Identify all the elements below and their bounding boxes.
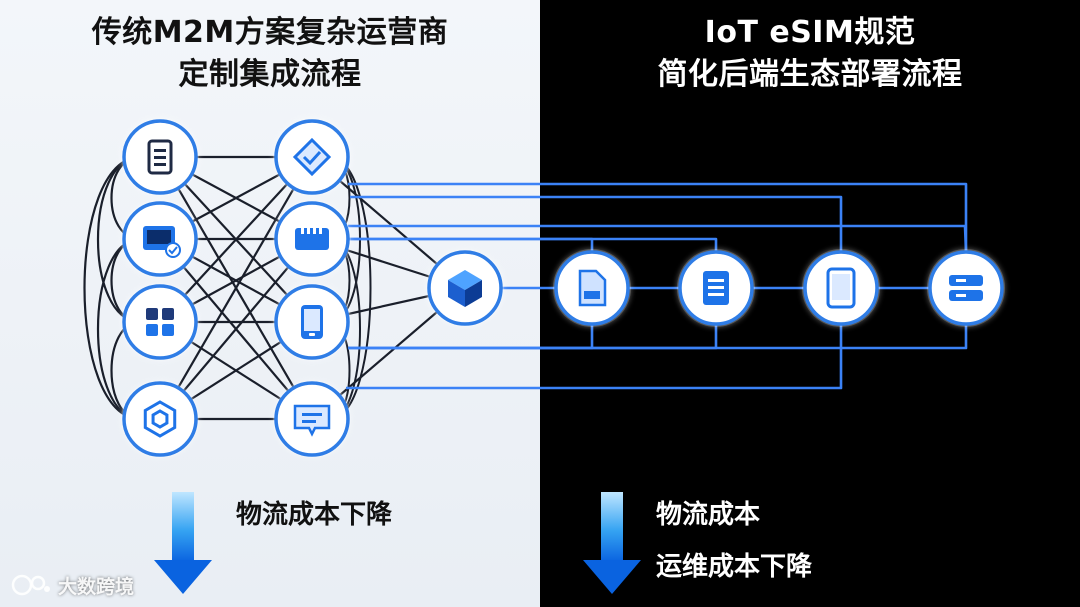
nodes: [121, 118, 1005, 458]
left-caption: 物流成本下降: [236, 500, 393, 530]
node-left-a-1: [121, 118, 199, 196]
node-left-a-3: [121, 283, 199, 361]
link-line: [348, 237, 718, 252]
node-left-a-2: [121, 200, 199, 278]
node-left-a-4: [121, 380, 199, 458]
right-caption-line-2: 运维成本下降: [656, 552, 813, 582]
node-chain-4: [927, 249, 1005, 327]
cube-icon: [448, 270, 482, 307]
down-arrow-left-icon: [154, 492, 212, 594]
grid-apps-icon: [146, 308, 174, 336]
left-title-line-1: 传统M2M方案复杂运营商: [91, 15, 449, 50]
node-left-b-3: [273, 283, 351, 361]
shield-badge-icon: [292, 137, 332, 177]
right-caption-line-1: 物流成本: [656, 500, 761, 530]
node-left-b-1: [273, 118, 351, 196]
logo-icon: [11, 574, 50, 596]
mesh-curve: [83, 155, 141, 421]
monitor-check-icon: [143, 226, 181, 258]
document-icon: [147, 139, 173, 175]
link-line: [346, 324, 843, 390]
node-chain-1: [553, 249, 631, 327]
link-line: [348, 182, 968, 252]
server-icon: [949, 275, 983, 301]
node-chain-2: [677, 249, 755, 327]
node-chain-3: [802, 249, 880, 327]
sim-card-icon: [295, 228, 329, 250]
smartphone-icon: [301, 305, 323, 339]
mesh-line: [159, 238, 313, 420]
right-title-line-2: 简化后端生态部署流程: [657, 57, 963, 92]
left-title-line-2: 定制集成流程: [178, 57, 362, 92]
link-line: [350, 195, 843, 252]
down-arrow-right-icon: [583, 492, 641, 594]
hexagon-icon: [143, 400, 177, 438]
link-line: [348, 324, 718, 350]
tablet-icon: [826, 267, 856, 309]
link-line: [348, 224, 968, 253]
list-document-icon: [703, 271, 729, 305]
chat-icon: [293, 404, 331, 437]
mesh-curve: [96, 237, 141, 421]
link-line: [348, 324, 968, 350]
right-title-line-1: IoT eSIM规范: [704, 15, 916, 50]
node-left-b-2: [273, 200, 351, 278]
mesh-line: [159, 156, 313, 420]
node-hub: [426, 249, 504, 327]
link-line: [348, 324, 594, 350]
file-icon: [578, 269, 607, 307]
watermark-text: 大数跨境: [58, 575, 135, 598]
node-left-b-4: [273, 380, 351, 458]
watermark: 大数跨境: [10, 570, 134, 600]
